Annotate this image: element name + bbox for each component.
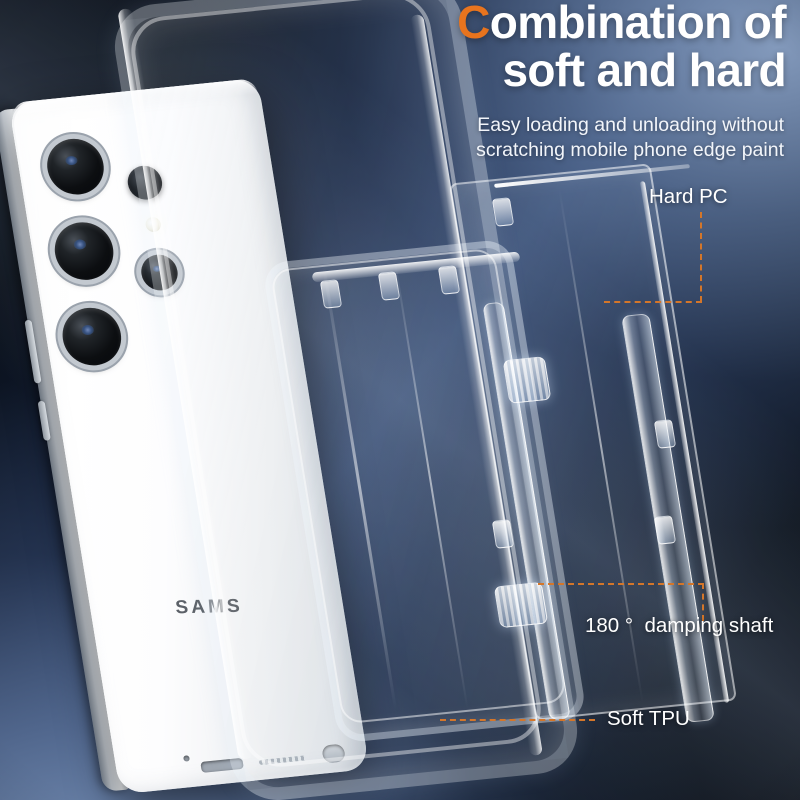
callout-damping-shaft: 180 ° damping shaft bbox=[585, 614, 774, 637]
leader-line-hard-pc-horizontal bbox=[604, 301, 702, 303]
page-title: Combination of soft and hard bbox=[266, 0, 786, 94]
leader-line-damping-vertical bbox=[702, 583, 704, 621]
page-subtitle: Easy loading and unloading without scrat… bbox=[354, 113, 784, 163]
leader-line-damping-horizontal bbox=[538, 583, 704, 585]
headline-line1-rest: ombination of bbox=[489, 0, 787, 48]
leader-line-soft-tpu bbox=[440, 719, 595, 721]
headline-line2: soft and hard bbox=[502, 44, 786, 96]
subtitle-line2: scratching mobile phone edge paint bbox=[476, 139, 784, 161]
subtitle-line1: Easy loading and unloading without bbox=[477, 114, 784, 136]
leader-line-hard-pc-vertical bbox=[700, 212, 702, 302]
callout-soft-tpu: Soft TPU bbox=[607, 707, 690, 730]
callout-hard-pc: Hard PC bbox=[649, 185, 728, 208]
headline-accent-letter: C bbox=[457, 0, 490, 48]
